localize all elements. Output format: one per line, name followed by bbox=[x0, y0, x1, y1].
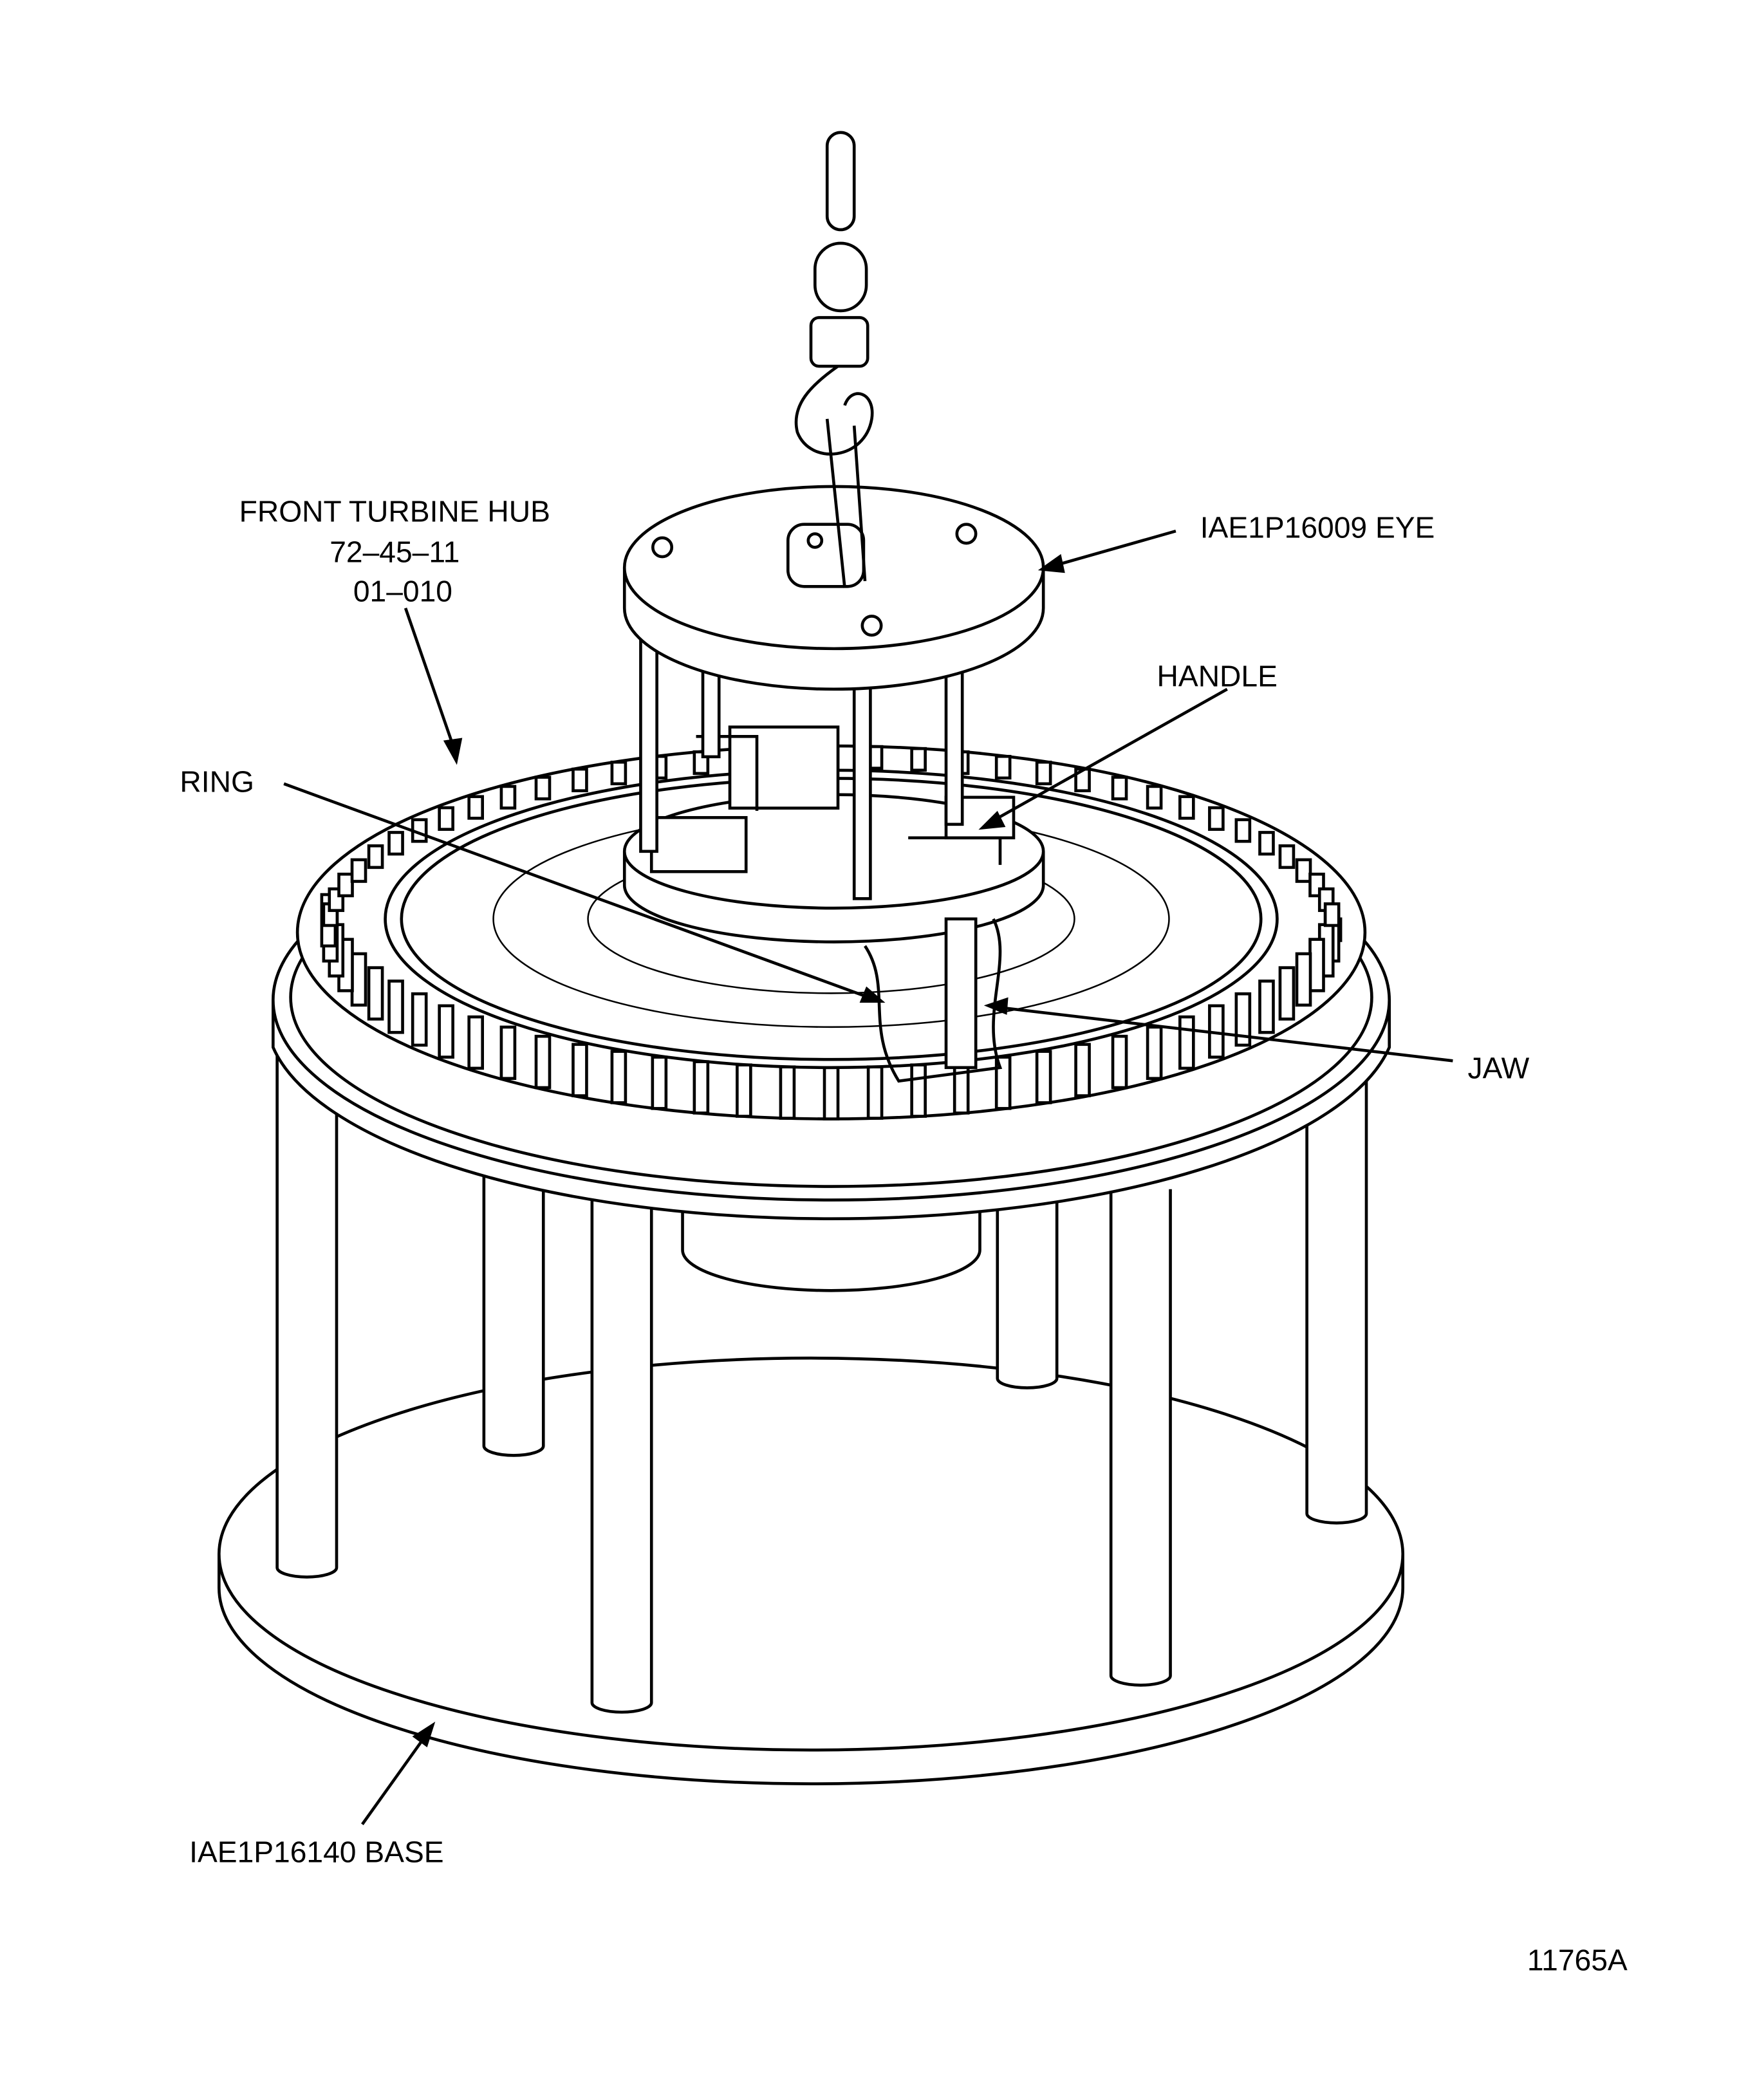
label-ring: RING bbox=[180, 765, 254, 798]
base-leg bbox=[996, 1162, 1059, 1389]
base-leg bbox=[275, 1054, 339, 1579]
gear-tooth bbox=[1278, 966, 1296, 1021]
gear-tooth bbox=[1258, 831, 1275, 856]
gear-tooth bbox=[438, 1004, 454, 1059]
label-hub-ata-number: 72–45–11 bbox=[330, 535, 460, 568]
gear-tooth bbox=[953, 1060, 970, 1115]
label-front-turbine-hub: FRONT TURBINE HUB bbox=[239, 495, 550, 528]
jaw-ring bbox=[622, 725, 1045, 1083]
gear-tooth bbox=[499, 785, 517, 810]
base-leg bbox=[482, 1162, 545, 1457]
base-legs bbox=[275, 1054, 1368, 1714]
gear-tooth bbox=[337, 872, 354, 898]
gear-tooth bbox=[438, 806, 454, 831]
gear-tooth bbox=[534, 776, 552, 801]
lifting-chain-hook bbox=[794, 131, 874, 588]
gear-tooth bbox=[1178, 1015, 1195, 1070]
label-base: IAE1P16140 BASE bbox=[189, 1835, 443, 1868]
gear-tooth bbox=[350, 858, 367, 883]
gear-tooth bbox=[1278, 844, 1296, 869]
label-eye: IAE1P16009 EYE bbox=[1200, 511, 1435, 544]
leader-lines bbox=[283, 529, 1453, 1825]
gear-tooth bbox=[387, 831, 404, 856]
label-handle: HANDLE bbox=[1157, 660, 1278, 693]
gear-tooth bbox=[1111, 776, 1128, 801]
gear-tooth bbox=[866, 1065, 884, 1120]
base-plate bbox=[218, 1356, 1405, 1785]
gear-tooth bbox=[1258, 980, 1275, 1034]
gear-tooth bbox=[693, 1060, 710, 1115]
gear-tooth bbox=[1234, 992, 1252, 1047]
base-leg bbox=[590, 1189, 653, 1714]
gear-tooth bbox=[1295, 952, 1312, 1007]
gear-tooth bbox=[910, 1063, 927, 1118]
gear-tooth bbox=[534, 1034, 552, 1090]
gear-tooth bbox=[467, 795, 484, 820]
label-jaw: JAW bbox=[1467, 1052, 1529, 1085]
eye-top-plate bbox=[622, 485, 1045, 691]
gear-tooth bbox=[411, 992, 428, 1047]
gear-tooth bbox=[1295, 858, 1312, 883]
gear-tooth bbox=[572, 1043, 588, 1097]
gear-tooth bbox=[572, 767, 588, 792]
base-leg bbox=[1109, 1189, 1172, 1687]
figure-number: 11765A bbox=[1527, 1943, 1628, 1976]
label-hub-item-number: 01–010 bbox=[353, 574, 452, 608]
gear-tooth bbox=[736, 1063, 752, 1118]
gear-tooth bbox=[823, 1066, 840, 1120]
gear-tooth bbox=[367, 966, 384, 1021]
gear-tooth bbox=[651, 1055, 668, 1110]
gear-tooth bbox=[1035, 760, 1052, 786]
gear-tooth bbox=[910, 747, 927, 772]
gear-tooth bbox=[467, 1015, 484, 1070]
gear-tooth bbox=[1035, 1050, 1052, 1104]
gear-tooth bbox=[994, 754, 1012, 780]
gear-tooth bbox=[779, 1065, 796, 1120]
gear-tooth bbox=[1146, 1025, 1163, 1081]
gear-tooth bbox=[1178, 795, 1195, 820]
gear-tooth bbox=[1111, 1034, 1128, 1090]
gear-tooth bbox=[499, 1025, 517, 1081]
gear-tooth bbox=[610, 1050, 628, 1104]
gear-tooth bbox=[1234, 818, 1252, 843]
gear-tooth bbox=[1146, 785, 1163, 810]
gear-tooth bbox=[1208, 806, 1225, 831]
gear-tooth bbox=[1323, 902, 1341, 927]
gear-tooth bbox=[1308, 938, 1325, 992]
gear-tooth bbox=[610, 760, 628, 786]
gear-tooth bbox=[367, 844, 384, 869]
gear-tooth bbox=[350, 952, 367, 1007]
base-leg bbox=[1305, 1054, 1368, 1525]
gear-tooth bbox=[387, 980, 404, 1034]
gear-tooth bbox=[1074, 1043, 1091, 1097]
